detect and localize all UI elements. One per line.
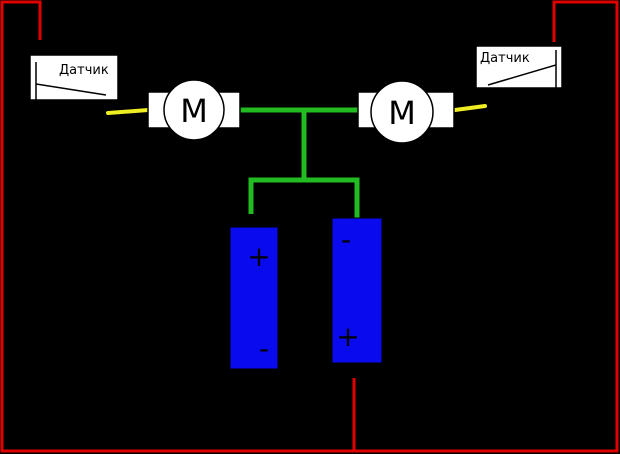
motor-right-rotor: [370, 80, 434, 144]
motor-left-label: M: [180, 92, 208, 130]
green-wire-network: [240, 107, 370, 218]
battery-right: - +: [331, 217, 383, 364]
yellow-leads: [106, 104, 487, 115]
battery-right-body: [331, 217, 383, 364]
motor-right: M: [357, 80, 455, 144]
yellow-lead-right: [453, 104, 487, 112]
green-wire-battery-split: [248, 177, 360, 218]
motor-right-label: M: [388, 94, 416, 132]
battery-left-bottom-pole: -: [259, 332, 269, 365]
battery-left-body: [229, 226, 279, 370]
sensor-left-label: Датчик: [59, 63, 109, 78]
sensor-right-label: Датчик: [480, 51, 530, 66]
battery-right-bottom-pole: +: [336, 320, 359, 353]
motor-left: M: [147, 79, 241, 141]
battery-left-top-pole: +: [247, 240, 270, 273]
yellow-lead-left: [106, 108, 150, 115]
sensor-left-body: [29, 54, 119, 101]
sensor-left-switch-icon: [35, 62, 107, 100]
sensor-right-switch-icon: [487, 50, 557, 88]
battery-left: + -: [229, 226, 279, 370]
motor-left-rotor: [163, 79, 225, 141]
sensor-right: Датчик: [475, 45, 563, 89]
red-wire-left-sensor: [0, 0, 356, 453]
red-wire-right-sensor: [354, 0, 619, 453]
sensor-left: Датчик: [29, 54, 119, 101]
battery-right-top-pole: -: [341, 223, 351, 256]
